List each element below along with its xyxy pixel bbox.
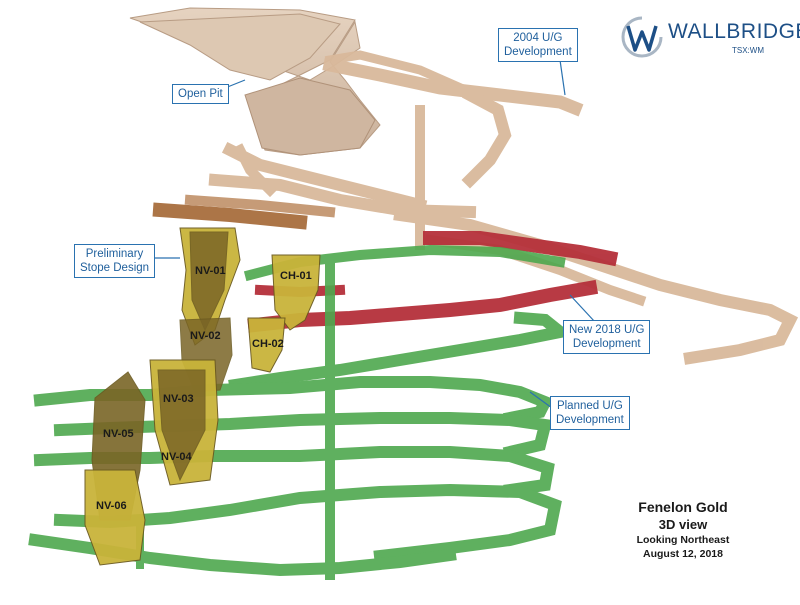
caption-direction: Looking Northeast (636, 534, 730, 546)
stope-shapes (84, 227, 321, 566)
logo-ticker: TSX:WM (732, 46, 764, 55)
callout-planned-development: Planned U/G Development (550, 396, 630, 430)
stope-label-nv01: NV-01 (195, 265, 226, 277)
open-pit-shape (129, 7, 381, 156)
callout-planned-line2: Development (556, 414, 624, 426)
callout-2018-line2: Development (572, 338, 641, 350)
callout-open-pit-label: Open Pit (178, 88, 223, 100)
callout-open-pit: Open Pit (172, 84, 229, 104)
callout-2004-line2: Development (504, 46, 572, 58)
callout-2004-development: 2004 U/G Development (498, 28, 578, 62)
callout-stope-line1: Preliminary (85, 248, 144, 260)
callout-2018-development: New 2018 U/G Development (563, 320, 651, 354)
caption-title: Fenelon Gold (638, 499, 728, 515)
stope-label-nv05: NV-05 (103, 428, 134, 440)
figure-caption: Fenelon Gold 3D view Looking Northeast A… (618, 498, 748, 561)
caption-date: August 12, 2018 (643, 548, 723, 560)
stope-label-ch02: CH-02 (252, 338, 284, 350)
wallbridge-logo-icon (621, 16, 663, 58)
callout-planned-line1: Planned U/G (556, 400, 623, 412)
callout-stope-design: Preliminary Stope Design (74, 244, 156, 278)
stope-label-nv06: NV-06 (96, 500, 127, 512)
callout-pointers (150, 59, 596, 409)
stope-label-nv04: NV-04 (161, 451, 192, 463)
company-logo: WALLBRIDGE TSX:WM (620, 14, 800, 64)
stope-label-nv02: NV-02 (190, 330, 221, 342)
caption-view: 3D view (658, 517, 708, 532)
callout-stope-line2: Stope Design (80, 262, 150, 274)
callout-2004-line1: 2004 U/G (513, 32, 563, 44)
logo-wordmark: WALLBRIDGE (668, 20, 800, 43)
stope-label-nv03: NV-03 (163, 393, 194, 405)
stope-label-ch01: CH-01 (280, 270, 312, 282)
callout-2018-line1: New 2018 U/G (569, 324, 645, 336)
